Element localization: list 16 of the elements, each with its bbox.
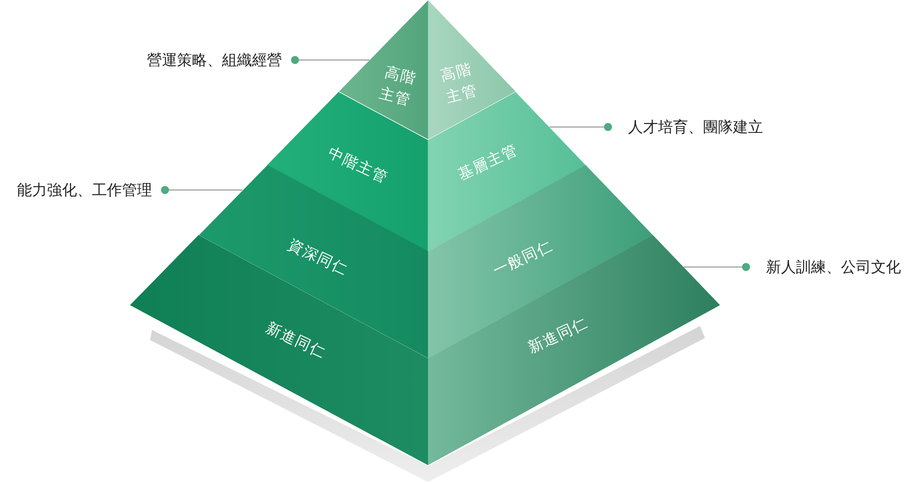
leader-line [291, 56, 370, 64]
callout-text: 人才培育、團隊建立 [628, 117, 763, 137]
layer-label: 一般同仁 [489, 235, 557, 282]
layer-label: 高階主管 [438, 58, 480, 108]
layer-label: 新進同仁 [524, 312, 592, 359]
layer-label: 資深同仁 [284, 234, 352, 281]
leader-line [683, 263, 750, 271]
callout-text: 營運策略、組織經營 [147, 50, 282, 70]
callout-text: 能力強化、工作管理 [17, 180, 152, 200]
leader-line [161, 186, 243, 194]
layer-label: 基層主管 [454, 139, 522, 186]
leader-line [549, 123, 612, 131]
layer-label: 高階主管 [376, 62, 420, 112]
layer-label: 中階主管 [324, 142, 392, 189]
callout-text: 新人訓練、公司文化 [766, 257, 901, 277]
layer-label: 新進同仁 [262, 317, 330, 364]
